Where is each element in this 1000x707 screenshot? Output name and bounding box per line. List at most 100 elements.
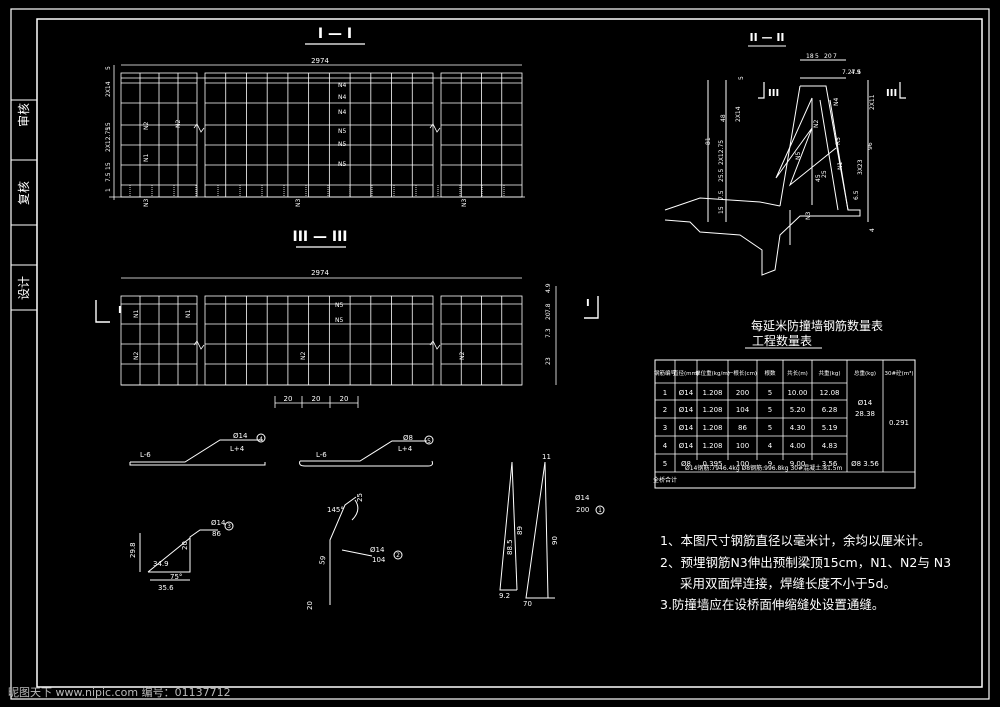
dim-label: 96	[867, 142, 874, 150]
dim-label: 7.3	[545, 328, 552, 338]
section-3-rebar-grid	[120, 295, 523, 386]
dim-label: 45	[815, 174, 822, 182]
table-cell: Ø14	[679, 424, 694, 432]
bar-label: N5	[338, 128, 346, 135]
bar-label: N2	[133, 352, 140, 360]
table-cell: 9	[768, 460, 772, 468]
table-cell: 5.19	[822, 424, 838, 432]
bar-label: N4	[338, 94, 346, 101]
table-cell: 104	[736, 406, 750, 414]
table-header: 根数	[764, 369, 776, 377]
dim-label: 20	[284, 395, 293, 403]
table-total: 28.38	[855, 410, 875, 418]
table-header: 总重(kg)	[854, 369, 876, 377]
dim-label: 20	[824, 53, 832, 60]
bar-1-c4: 90	[551, 536, 559, 545]
bar-3-d2: 20	[181, 541, 189, 550]
bar-label: N2	[300, 352, 307, 360]
note-2: 2、预埋钢筋N3伸出预制梁顶15cm，N1、N2与 N3	[660, 555, 952, 570]
dim-label: 4	[869, 228, 876, 232]
dim-label: 7.5	[105, 172, 112, 182]
table-header: 直径(mm)	[673, 369, 699, 377]
dim-label: 20	[312, 395, 321, 403]
section-1-rebar-grid	[109, 72, 525, 198]
bar-label: N2	[459, 352, 466, 360]
bar-5-num: 5	[427, 438, 431, 445]
dim-label: N1	[837, 162, 844, 170]
table-header: 共长(m)	[787, 369, 808, 377]
bar-label: N4	[338, 82, 346, 89]
dim-label: 4.9	[545, 283, 552, 293]
bar-label: N1	[133, 310, 140, 318]
table-header: 钢筋编号	[654, 369, 677, 377]
rebar-quantity-table: 钢筋编号直径(mm)单位重(kg/m)一根长(cm)根数共长(m)共重(kg)总…	[653, 359, 916, 489]
bar-1-c1: 11	[542, 453, 551, 461]
dim-label: N4	[833, 98, 840, 106]
bar-label: N4	[338, 109, 346, 116]
cut-label-i-right: I	[586, 298, 590, 309]
break-mark	[193, 340, 205, 350]
break-mark	[193, 123, 205, 133]
dim-label: 23	[545, 357, 552, 365]
table-header: 一根长(cm)	[728, 369, 757, 377]
table-cell: 200	[736, 389, 749, 397]
table-cell: 1.208	[702, 442, 722, 450]
break-mark	[429, 340, 441, 350]
watermark: 昵图天下 www.nipic.com 编号：01137712	[8, 686, 231, 699]
table-cell: 1.208	[702, 389, 722, 397]
bar-shape-2	[329, 496, 403, 605]
note-1: 1、本图尺寸钢筋直径以毫米计，余均以厘米计。	[660, 533, 931, 548]
title-design: 设计	[17, 276, 31, 300]
table-header: 共重(kg)	[819, 369, 841, 377]
table-sum-label: 全桥合计	[653, 476, 677, 484]
bar-3-d1: 29.8	[129, 542, 137, 558]
inner-frame	[36, 18, 983, 688]
dim-label: 7.5	[718, 190, 725, 200]
dim-label: N2	[813, 120, 820, 128]
bar-label: N2	[143, 122, 150, 130]
outer-frame	[10, 8, 990, 700]
dim-label: 1	[105, 188, 112, 192]
cut-mark-right	[584, 296, 599, 319]
bar-2-dia: Ø14	[370, 546, 385, 554]
bar-label: N5	[338, 141, 346, 148]
dim-label: 2X12.75	[718, 140, 725, 165]
table-cell: 3.56	[822, 460, 838, 468]
bar-label: N1	[143, 154, 150, 162]
table-cell: 86	[738, 424, 747, 432]
dim-label: 2X12.75	[105, 127, 112, 152]
bar-label: N3	[461, 199, 468, 207]
table-cell: 100	[736, 460, 749, 468]
dim-label: 5	[738, 76, 745, 80]
bar-3-len: 86	[212, 530, 221, 538]
bar-2-a4: 20	[306, 601, 314, 610]
rebar-vertical	[829, 99, 849, 211]
table-cell: Ø14	[679, 442, 694, 450]
dim-label: R5	[835, 137, 842, 145]
dim-label: 5	[815, 53, 819, 60]
bar-label: N3	[143, 199, 150, 207]
bar-2-num: 2	[396, 552, 400, 559]
bar-2-a1: 145°	[327, 506, 344, 514]
bar-4-len: L+4	[230, 445, 245, 453]
table-cell: 4.00	[790, 442, 806, 450]
dim-label: 5	[105, 66, 112, 70]
table-cell: 5	[768, 424, 772, 432]
table-cell: 3	[663, 424, 667, 432]
dim-label: 3X23	[857, 159, 864, 175]
table-cell: 2	[663, 406, 667, 414]
table-cell: 5.20	[790, 406, 806, 414]
table-cell: 10.00	[787, 389, 807, 397]
cut-label-i: I	[118, 305, 122, 316]
table-cell: 5	[663, 460, 667, 468]
dim-label: N3	[805, 212, 812, 220]
dim-label: 4.9	[851, 69, 861, 76]
bar-5-len: L+4	[398, 445, 413, 453]
bar-label: N3	[295, 199, 302, 207]
break-mark	[429, 123, 441, 133]
bar-2-a2: 25	[356, 493, 364, 502]
table-cell: Ø14	[679, 389, 694, 397]
